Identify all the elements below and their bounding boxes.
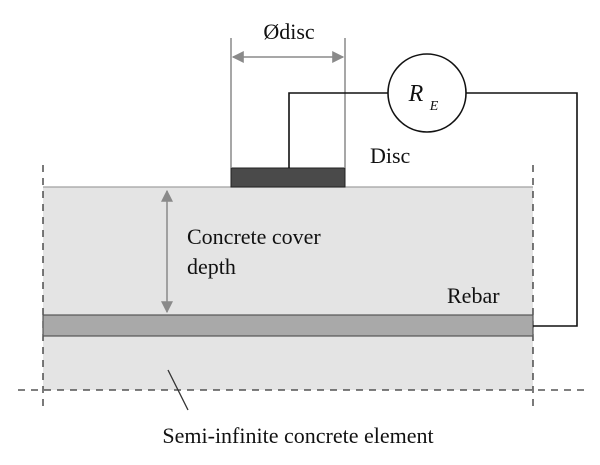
- element-label: Semi-infinite concrete element: [162, 423, 433, 448]
- circuit-wire-return: [466, 92, 578, 327]
- resistance-subscript: E: [429, 99, 439, 114]
- disc-label: Disc: [370, 143, 411, 168]
- cover-depth-label-line1: Concrete cover: [187, 224, 321, 249]
- disc-electrode: [230, 167, 346, 188]
- element-leader-line: [167, 369, 189, 411]
- resistance-meter: [387, 53, 467, 133]
- concrete-block: [43, 187, 533, 390]
- cover-depth-label-line2: depth: [187, 254, 236, 279]
- rebar-bar: [42, 314, 534, 337]
- rebar-label: Rebar: [447, 283, 500, 308]
- resistance-symbol: R: [408, 81, 424, 107]
- disc-diameter-label: Ødisc: [263, 19, 315, 44]
- circuit-wire: [288, 92, 388, 168]
